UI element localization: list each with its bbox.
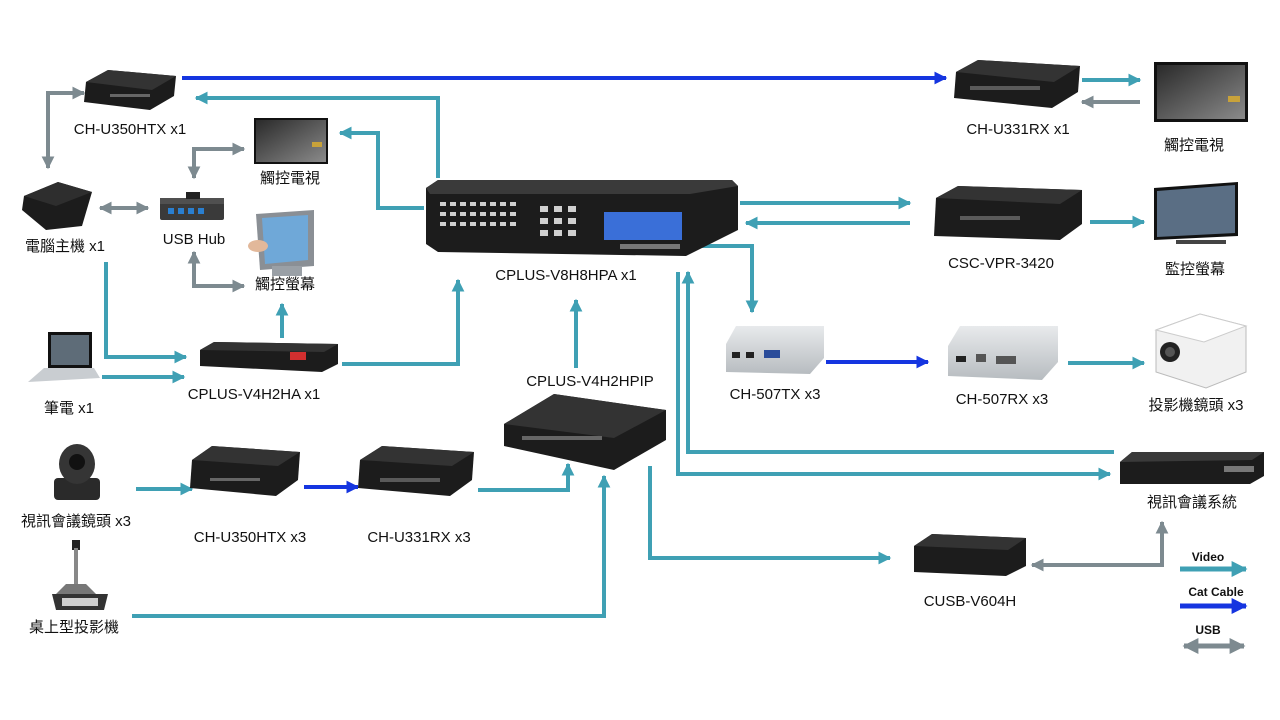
label-vc-system: 視訊會議系統 (1146, 494, 1238, 511)
label-ch-u331rx-x3: CH-U331RX x3 (367, 529, 471, 546)
touch-screen-device (248, 210, 314, 276)
video-pc-to-v4h2ha (104, 262, 188, 364)
tv-left-device (254, 118, 328, 164)
vc-system-device (1120, 452, 1264, 484)
ch507rx-device (948, 326, 1058, 380)
tv-right-device (1154, 62, 1248, 122)
label-laptop: 筆電 x1 (43, 400, 95, 417)
label-cusb: CUSB-V604H (923, 593, 1017, 610)
pc-device (22, 182, 92, 230)
ch-u331rx-x3-device (358, 446, 474, 496)
video-doccam-to-pip (132, 474, 611, 618)
csc-vpr-device (934, 186, 1082, 240)
label-ch507rx: CH-507RX x3 (955, 391, 1049, 408)
video-matrix-to-htx (194, 91, 440, 178)
usb-cusb-to-vc (1030, 520, 1169, 572)
label-tv-right: 觸控電視 (1163, 137, 1225, 154)
label-tv-left: 觸控電視 (259, 170, 321, 187)
video-matrix-to-507tx (690, 244, 759, 314)
projector-device (1154, 313, 1248, 389)
label-v4h2ha: CPLUS-V4H2HA x1 (187, 386, 321, 403)
label-touch-screen: 觸控螢幕 (254, 276, 316, 293)
legend-video-label: Video (1191, 550, 1225, 564)
usb-hub-device (160, 192, 224, 220)
label-v4h2hpip: CPLUS-V4H2HPIP (526, 373, 654, 390)
monitor-device (1154, 182, 1238, 244)
legend-usb-label: USB (1195, 623, 1221, 637)
legend (1180, 560, 1248, 655)
v4h2ha-device (200, 342, 338, 372)
matrix-device (426, 180, 738, 256)
usb-hub-to-touch (187, 250, 246, 293)
label-ch-u350htx-x1: CH-U350HTX x1 (73, 121, 187, 138)
label-ch507tx: CH-507TX x3 (729, 386, 821, 403)
usb-hub-to-tv (187, 142, 246, 180)
video-pip-to-cusb (648, 466, 892, 565)
connections (41, 71, 1169, 618)
label-usb-hub: USB Hub (162, 231, 226, 248)
ch-u350htx-x1-device (84, 70, 176, 110)
label-monitor: 監控螢幕 (1164, 261, 1226, 278)
label-doc-camera: 桌上型投影機 (28, 619, 120, 636)
video-matrix-to-vc-b (676, 272, 1112, 481)
camera-device (54, 444, 100, 500)
doc-camera-device (52, 540, 108, 610)
legend-cat-label: Cat Cable (1188, 585, 1244, 599)
video-rx3-to-pip (478, 462, 575, 492)
label-camera: 視訊會議鏡頭 x3 (20, 513, 132, 530)
video-vc-to-matrix-a (681, 270, 1114, 454)
video-v4h2ha-to-matrix (342, 278, 465, 366)
label-matrix: CPLUS-V8H8HPA x1 (495, 267, 637, 284)
usb-htx-to-pc (41, 86, 86, 170)
label-ch-u331rx-x1: CH-U331RX x1 (966, 121, 1070, 138)
label-pc: 電腦主機 x1 (24, 238, 106, 255)
label-csc-vpr: CSC-VPR-3420 (948, 255, 1054, 272)
video-matrix-to-tv-left (338, 126, 424, 210)
ch507tx-device (726, 326, 824, 374)
label-projector: 投影機鏡頭 x3 (1148, 397, 1244, 414)
cusb-device (914, 534, 1026, 576)
laptop-device (28, 332, 100, 382)
label-ch-u350htx-x3: CH-U350HTX x3 (193, 529, 307, 546)
v4h2hpip-device (504, 394, 666, 470)
ch-u350htx-x3-device (190, 446, 300, 496)
ch-u331rx-x1-device (954, 60, 1080, 108)
